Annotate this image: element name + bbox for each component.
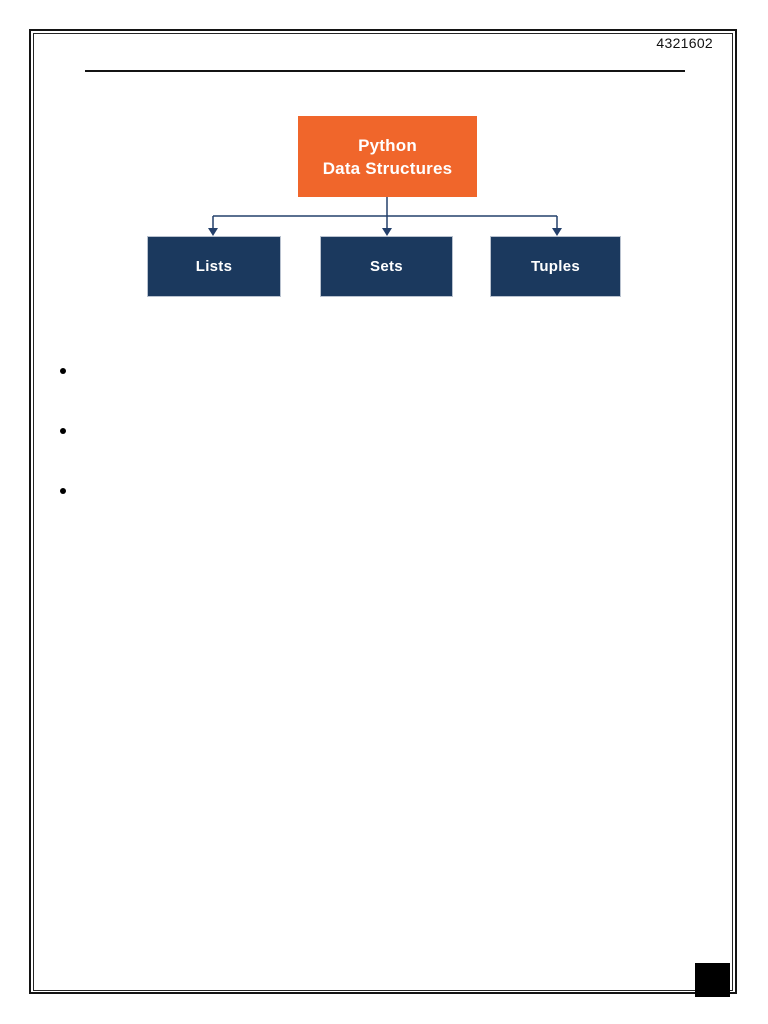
diagram-node-sets: Sets: [320, 236, 453, 297]
node-label: Lists: [195, 258, 233, 275]
diagram-node-lists: Lists: [147, 236, 281, 297]
bullet-point: [60, 488, 66, 494]
diagram-root-node: Python Data Structures: [298, 116, 477, 197]
footer-black-block: [695, 963, 730, 997]
bullet-point: [60, 428, 66, 434]
page-border-outer: [29, 29, 737, 994]
root-node-label-line1: Python: [358, 135, 417, 155]
root-node-label-line2: Data Structures: [322, 158, 453, 178]
bullet-point: [60, 368, 66, 374]
node-label: Sets: [370, 258, 403, 275]
header-rule: [85, 70, 685, 72]
diagram-node-tuples: Tuples: [490, 236, 621, 297]
page-border-inner: [33, 33, 733, 991]
page-header-code: 4321602: [656, 35, 713, 51]
node-label: Tuples: [530, 258, 581, 275]
